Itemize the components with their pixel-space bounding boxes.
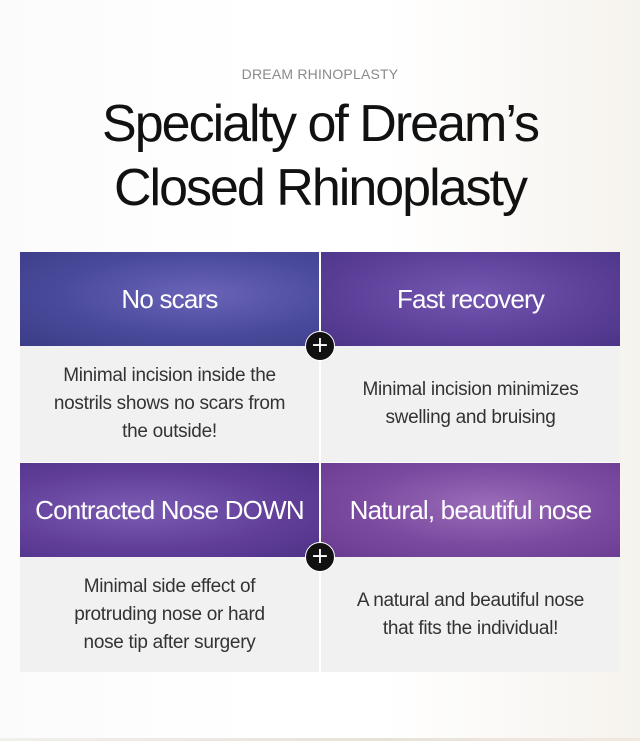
feature-title-fast-recovery: Fast recovery: [321, 252, 620, 346]
plus-icon: +: [305, 331, 335, 361]
desc-line: nose tip after surgery: [83, 631, 256, 653]
feature-title-no-scars: No scars: [20, 252, 319, 346]
page-title: Specialty of Dream’s Closed Rhinoplasty: [0, 92, 640, 220]
bottom-divider: [0, 738, 640, 741]
desc-line: swelling and bruising: [385, 407, 556, 428]
title-line-1: Specialty of Dream’s: [102, 95, 540, 153]
desc-line: that fits the individual!: [382, 617, 559, 639]
feature-grid: No scars Fast recovery Minimal incision …: [20, 252, 620, 672]
feature-desc-no-scars: Minimal incision inside the nostrils sho…: [20, 346, 319, 462]
horizontal-divider: [20, 462, 620, 463]
desc-line: Minimal incision inside the: [63, 365, 276, 386]
feature-title-natural-nose: Natural, beautiful nose: [321, 463, 620, 557]
desc-line: nostrils shows no scars from: [53, 393, 286, 414]
plus-icon: +: [305, 542, 335, 572]
desc-line: A natural and beautiful nose: [356, 589, 585, 611]
desc-line: protruding nose or hard: [74, 603, 265, 625]
feature-title-contracted-nose: Contracted Nose DOWN: [20, 463, 319, 557]
eyebrow-label: DREAM RHINOPLASTY: [241, 66, 399, 82]
desc-line: Minimal side effect of: [83, 575, 256, 597]
title-line-2: Closed Rhinoplasty: [113, 159, 528, 217]
feature-desc-natural-nose: A natural and beautiful nose that fits t…: [321, 557, 620, 672]
desc-line: Minimal incision minimizes: [362, 379, 579, 400]
feature-desc-fast-recovery: Minimal incision minimizes swelling and …: [321, 346, 620, 462]
desc-line: the outside!: [122, 421, 217, 442]
feature-desc-contracted-nose: Minimal side effect of protruding nose o…: [20, 557, 319, 672]
